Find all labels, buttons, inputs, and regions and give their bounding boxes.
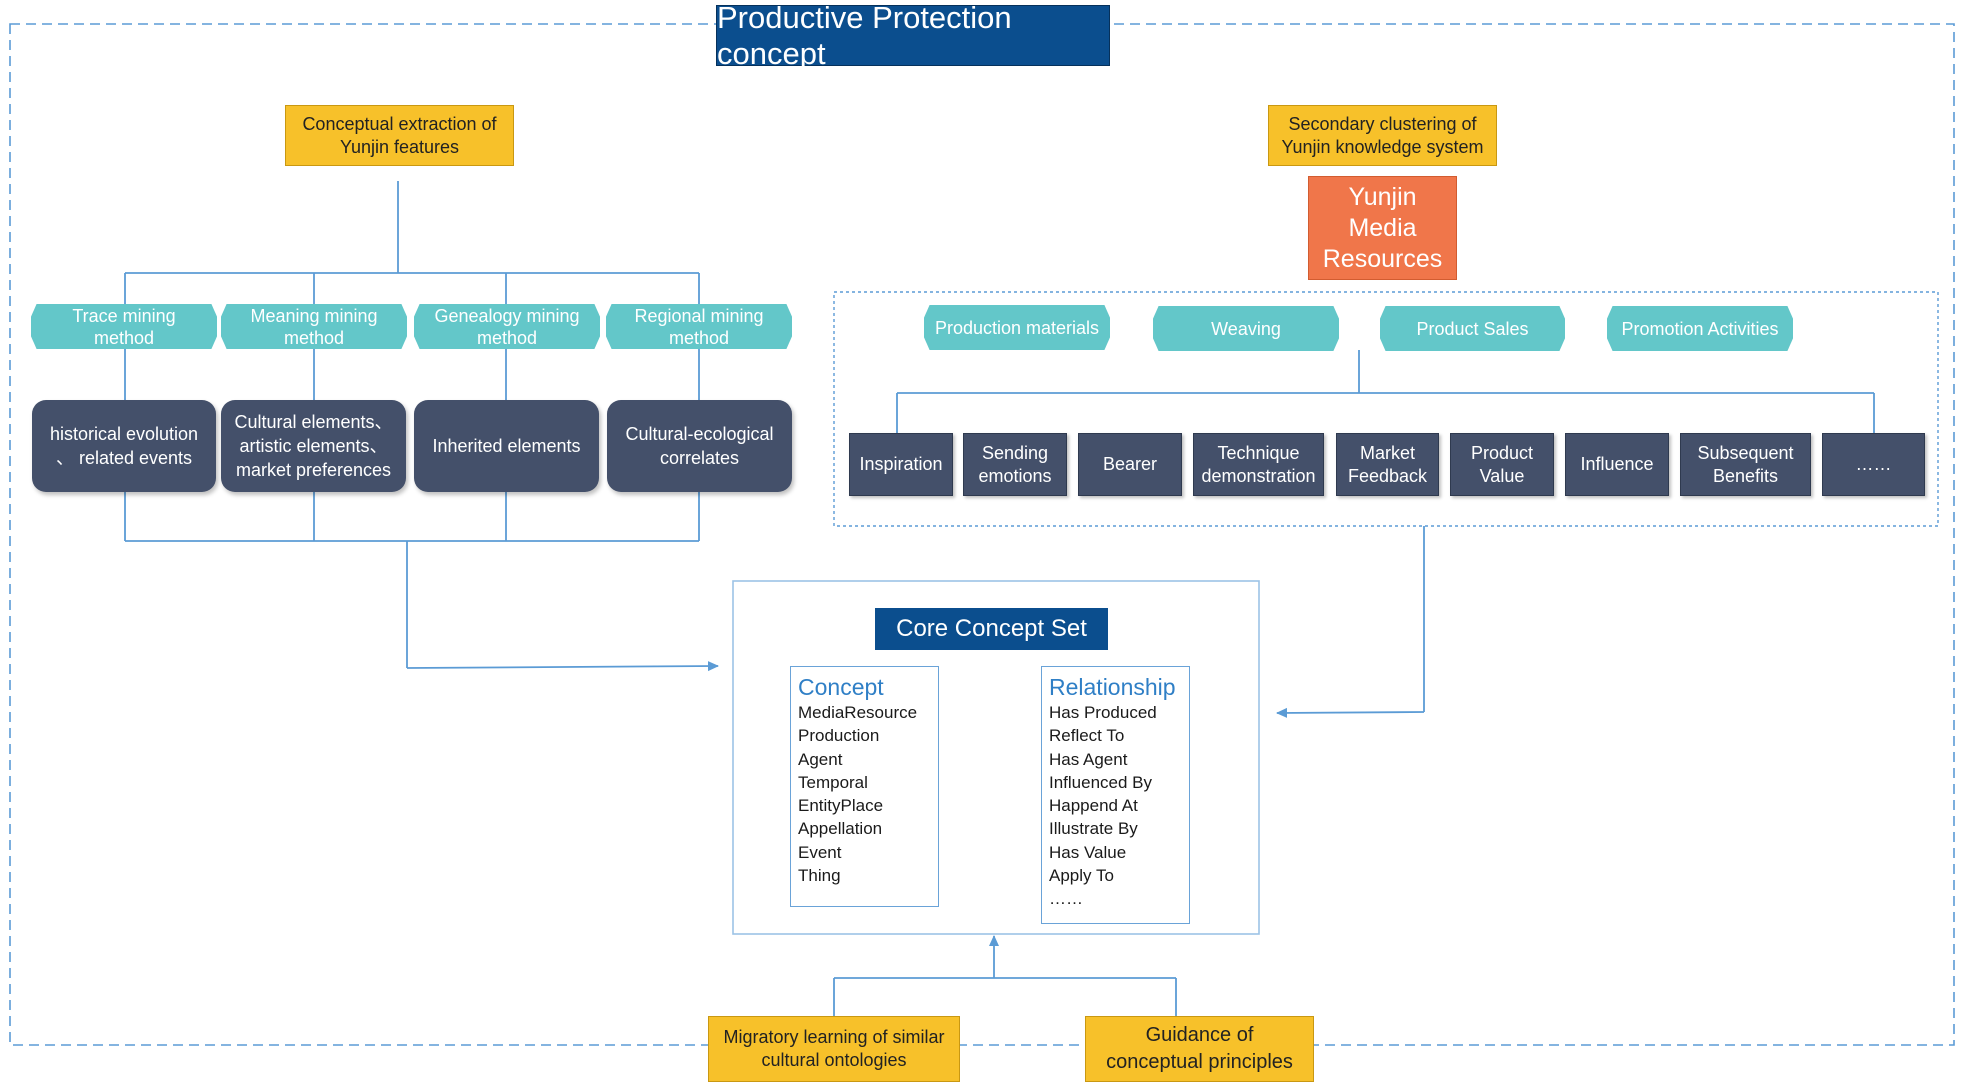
element-box-ecological: Cultural-ecological correlates bbox=[607, 400, 792, 492]
relationship-item: Apply To bbox=[1049, 866, 1114, 886]
category-tag-weaving: Weaving bbox=[1153, 306, 1339, 351]
relationship-item: …… bbox=[1049, 889, 1083, 909]
relationship-item: Has Agent bbox=[1049, 749, 1128, 769]
item-box-technique: Technique demonstration bbox=[1193, 433, 1324, 496]
item-box-more: …… bbox=[1822, 433, 1925, 496]
relationship-item: Has Produced bbox=[1049, 703, 1157, 722]
concept-item: Event bbox=[798, 842, 842, 862]
relationship-item: Has Value bbox=[1049, 842, 1127, 862]
relationship-item: Influenced By bbox=[1049, 772, 1153, 792]
relationship-item: Happend At bbox=[1049, 796, 1138, 816]
element-box-cultural: Cultural elements、 artistic elements、 ma… bbox=[221, 400, 406, 492]
concept-item: EntityPlace bbox=[798, 796, 884, 816]
relationship-item: Reflect To bbox=[1049, 726, 1125, 746]
category-tag-sales: Product Sales bbox=[1380, 306, 1565, 351]
core-concept-title: Core Concept Set bbox=[875, 608, 1108, 650]
concept-item: Thing bbox=[798, 866, 841, 886]
concept-item: Production bbox=[798, 726, 880, 746]
category-tag-promotion: Promotion Activities bbox=[1607, 306, 1793, 351]
method-tag-genealogy: Genealogy mining method bbox=[414, 304, 600, 349]
concept-list-box: Concept MediaResource Production Agent T… bbox=[790, 666, 939, 907]
relationship-heading: Relationship bbox=[1049, 674, 1176, 700]
concept-item: Temporal bbox=[798, 772, 868, 792]
media-resources-group-frame bbox=[833, 291, 1939, 527]
conceptual-extraction-box: Conceptual extraction of Yunjin features bbox=[285, 105, 514, 166]
item-box-inspiration: Inspiration bbox=[849, 433, 953, 496]
concept-heading: Concept bbox=[798, 674, 884, 700]
method-tag-trace: Trace mining method bbox=[31, 304, 217, 349]
page-title: Productive Protection concept bbox=[716, 0, 1110, 71]
category-tag-production: Production materials bbox=[924, 305, 1110, 350]
item-box-product-value: Product Value bbox=[1450, 433, 1554, 496]
item-box-influence: Influence bbox=[1565, 433, 1669, 496]
element-box-historical: historical evolution 、 related events bbox=[32, 400, 216, 492]
conceptual-principles-box: Guidance of conceptual principles bbox=[1085, 1016, 1314, 1082]
item-box-subsequent-benefits: Subsequent Benefits bbox=[1680, 433, 1811, 496]
concept-item: MediaResource bbox=[798, 703, 918, 722]
secondary-clustering-box: Secondary clustering of Yunjin knowledge… bbox=[1268, 105, 1497, 166]
yunjin-media-resources-box: Yunjin Media Resources bbox=[1308, 176, 1457, 280]
item-box-market-feedback: Market Feedback bbox=[1336, 433, 1439, 496]
migratory-learning-box: Migratory learning of similar cultural o… bbox=[708, 1016, 960, 1082]
relationship-item: Illustrate By bbox=[1049, 819, 1138, 839]
concept-item: Appellation bbox=[798, 819, 883, 839]
item-box-sending-emotions: Sending emotions bbox=[963, 433, 1067, 496]
outer-dashed-frame bbox=[9, 23, 1955, 1046]
method-tag-meaning: Meaning mining method bbox=[221, 304, 407, 349]
element-box-inherited: Inherited elements bbox=[414, 400, 599, 492]
method-tag-regional: Regional mining method bbox=[606, 304, 792, 349]
core-concept-frame bbox=[732, 580, 1260, 935]
concept-item: Agent bbox=[798, 749, 843, 769]
item-box-bearer: Bearer bbox=[1078, 433, 1182, 496]
relationship-list-box: Relationship Has Produced Reflect To Has… bbox=[1041, 666, 1190, 924]
